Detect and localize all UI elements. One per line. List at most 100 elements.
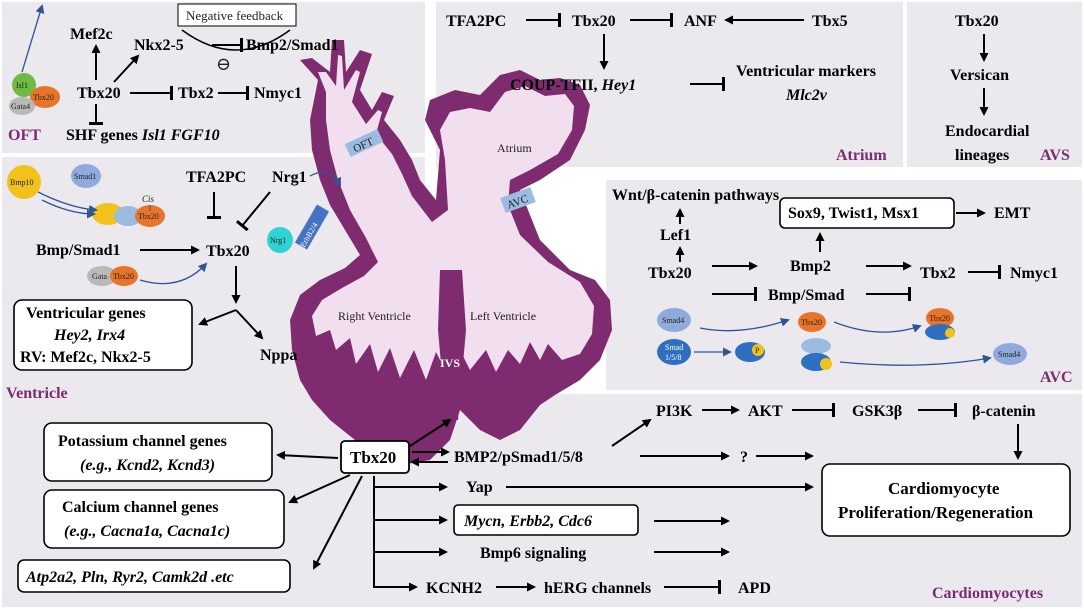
avc-sox9: Sox9, Twist1, Msx1: [788, 205, 919, 222]
vent-genes-title: Ventricular genes: [26, 305, 146, 322]
svg-text:Tbx20: Tbx20: [113, 272, 134, 281]
erbb-bar: [294, 204, 330, 250]
avc-bmp-smad: Bmp/Smad: [768, 287, 845, 304]
vent-nppa: Nppa: [260, 347, 297, 364]
avc-smad158-blob: [657, 339, 691, 365]
nrg1-blob: [267, 227, 293, 253]
avc-lef1: Lef1: [660, 227, 691, 244]
heart-atrium-label: Atrium: [497, 141, 532, 155]
atrium-ventricular-markers: Ventricular markers: [736, 63, 876, 80]
oft-inhibit-symbol: ⊖: [216, 54, 231, 74]
svg-text:Bmp10: Bmp10: [10, 178, 34, 187]
avs-versican: Versican: [950, 67, 1009, 84]
isl1-blob: [12, 73, 36, 97]
cardio-gsk3b: GSK3β: [852, 403, 902, 420]
cardio-herg: hERG channels: [544, 580, 651, 597]
k-channel-title: Potassium channel genes: [58, 433, 227, 450]
avc-smad4-mid: [801, 338, 831, 354]
cardio-tbx20-box: [340, 440, 410, 474]
cardio-kcnh2: KCNH2: [426, 580, 482, 597]
avc-region-label: AVC: [1040, 369, 1073, 386]
cardio-region-label: Cardiomyocytes: [932, 585, 1043, 602]
avc-smad4-blob: [657, 308, 691, 332]
ventricle-section: Bmp10 Smad1 Tbx20 Cis TFA2PC Nrg1 Nrg1 E…: [6, 164, 341, 402]
ivs-septum: [438, 270, 466, 420]
svg-text:Tbx20: Tbx20: [138, 212, 159, 221]
oft-nmyc1: Nmyc1: [254, 85, 302, 102]
cardio-bcatenin: β-catenin: [972, 403, 1036, 420]
vent-genes-list: Hey2, Irx4: [53, 327, 125, 344]
ca-channel-genes: (e.g., Cacna1a, Cacna1c): [64, 523, 230, 540]
avs-lineages: lineages: [955, 147, 1009, 164]
oft-shf: SHF genes Isl1 FGF10: [66, 127, 220, 144]
gata-blob: [87, 266, 117, 286]
vent-nrg1: Nrg1: [272, 169, 307, 186]
cardio-bmp2p: BMP2/pSmad1/5/8: [454, 449, 583, 466]
svg-text:Smad4: Smad4: [662, 316, 684, 325]
avc-tbx20: Tbx20: [648, 265, 692, 282]
avc-bmp2: Bmp2: [790, 258, 831, 275]
avs-tbx20: Tbx20: [955, 13, 999, 30]
prolif-line1: Cardiomyocyte: [888, 479, 1000, 498]
svg-text:Isl1: Isl1: [16, 81, 28, 90]
svg-text:Tbx20: Tbx20: [801, 318, 822, 327]
svg-text:Smad4: Smad4: [998, 350, 1020, 359]
avs-section: Tbx20 Versican Endocardial lineages AVS: [945, 13, 1070, 164]
k-channel-genes: (e.g., Kcnd2, Kcnd3): [80, 457, 215, 474]
atp-genes: Atp2a2, Pln, Ryr2, Camk2d .etc: [25, 569, 234, 586]
neg-feedback-label: Negative feedback: [186, 8, 284, 23]
vent-bmp-smad1: Bmp/Smad1: [36, 242, 120, 259]
atrium-tfa2pc: TFA2PC: [446, 13, 506, 30]
atp-box: [17, 559, 291, 593]
blue-oval: [114, 206, 142, 226]
sox9-box: [779, 197, 955, 229]
avc-tbx20-blob: [798, 312, 826, 332]
svg-text:Nrg1: Nrg1: [270, 236, 286, 245]
avs-endocardial: Endocardial: [945, 123, 1030, 140]
avc-emt: EMT: [994, 205, 1031, 222]
atrium-tbx5: Tbx5: [812, 13, 848, 30]
mycn-box: [453, 504, 639, 536]
oft-section: Mef2c Nkx2-5 Negative feedback Bmp2/Smad…: [8, 3, 338, 144]
atrium-anf: ANF: [684, 13, 717, 30]
tbx20-blob: [30, 86, 60, 108]
atrium-region-label: Atrium: [836, 147, 887, 164]
heart-avc-bar: [500, 187, 536, 213]
oft-tbx20: Tbx20: [77, 85, 121, 102]
neg-feedback-box: [177, 3, 297, 27]
avc-nmyc1: Nmyc1: [1010, 265, 1058, 282]
svg-text:Cis: Cis: [142, 194, 155, 204]
atrium-coup: COUP-TFII, Hey1: [510, 77, 636, 94]
avs-region-label: AVS: [1040, 147, 1070, 164]
prolif-line2: Proliferation/Regeneration: [838, 503, 1034, 522]
cardio-apd: APD: [738, 580, 771, 597]
smad1-blob: [71, 164, 101, 188]
svg-text:Gata: Gata: [92, 272, 108, 281]
vent-genes-box: [13, 299, 193, 371]
avc-smad4-end: [993, 343, 1027, 365]
cardio-pi3k: PI3K: [656, 403, 693, 420]
oft-mef2c: Mef2c: [70, 26, 113, 43]
heart-lumen: [312, 55, 594, 380]
ca-channel-box: [43, 489, 285, 549]
oft-nkx25: Nkx2-5: [134, 37, 184, 54]
atrium-section: TFA2PC Tbx20 ANF Tbx5 COUP-TFII, Hey1 Ve…: [446, 13, 887, 164]
cardio-question: ?: [740, 449, 748, 466]
heart-illustration: OFT AVC Atrium Right Ventricle Left Vent…: [290, 40, 612, 465]
oft-region-label: OFT: [8, 127, 41, 144]
avc-tbx20-blob-2: [926, 308, 954, 328]
prolif-box: [821, 463, 1071, 537]
cardio-section: Tbx20 Potassium channel genes (e.g., Kcn…: [17, 403, 1071, 602]
cardio-akt: AKT: [748, 403, 783, 420]
avs-panel: [907, 2, 1082, 167]
cardio-bmp6: Bmp6 signaling: [480, 545, 586, 562]
svg-text:P: P: [755, 346, 760, 355]
svg-text:1/5/8: 1/5/8: [665, 353, 681, 362]
svg-text:Tbx20: Tbx20: [33, 93, 54, 102]
cardio-tbx20: Tbx20: [350, 448, 396, 467]
vent-tbx20: Tbx20: [206, 243, 250, 260]
heart-oft-bar: [344, 129, 384, 157]
ca-channel-title: Calcium channel genes: [62, 499, 218, 516]
